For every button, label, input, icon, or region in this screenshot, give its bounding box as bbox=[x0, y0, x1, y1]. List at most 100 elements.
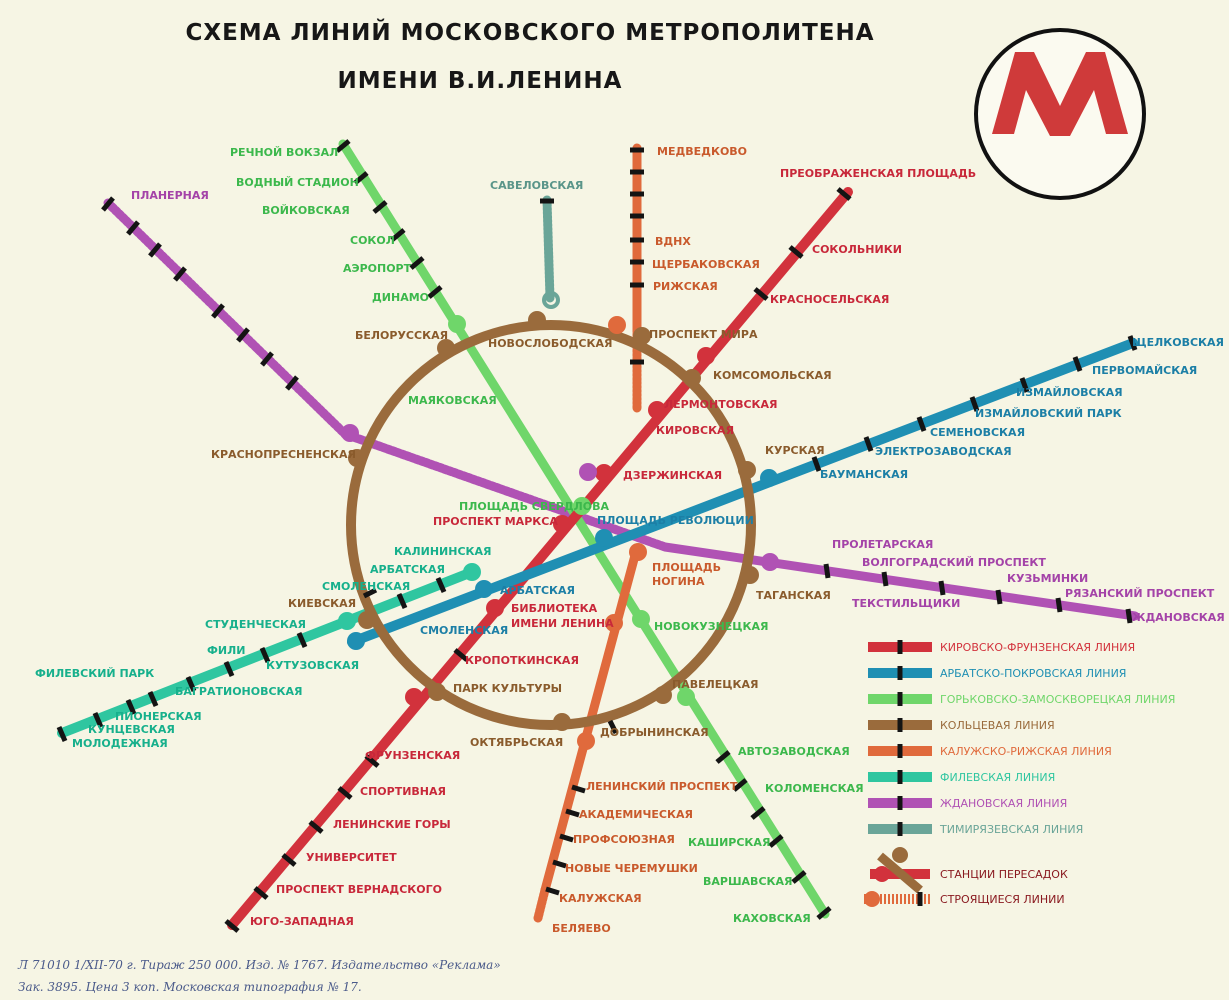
station-dinamo: ДИНАМО bbox=[372, 291, 429, 304]
station-prospekt-mira: ПРОСПЕКТ МИРА bbox=[649, 328, 758, 341]
line-timiryazevskaya bbox=[542, 195, 555, 303]
legend-row: АРБАТСКО-ПОКРОВСКАЯ ЛИНИЯ bbox=[868, 666, 1126, 680]
station-kashirskaya: КАШИРСКАЯ bbox=[688, 836, 770, 849]
station-vodny: ВОДНЫЙ СТАДИОН bbox=[236, 176, 359, 189]
station-universitet: УНИВЕРСИТЕТ bbox=[306, 851, 397, 864]
legend-label: КАЛУЖСКО-РИЖСКАЯ ЛИНИЯ bbox=[940, 745, 1112, 758]
transfer-belorusskaya bbox=[448, 315, 466, 333]
station-savelovskaya: САВЕЛОВСКАЯ bbox=[490, 179, 583, 192]
legend-label: ГОРЬКОВСКО-ЗАМОСКВОРЕЦКАЯ ЛИНИЯ bbox=[940, 693, 1175, 706]
station-kurskaya: КУРСКАЯ bbox=[765, 444, 825, 457]
station-paveletskaya: ПАВЕЛЕЦКАЯ bbox=[672, 678, 758, 691]
station-kuzminki: КУЗЬМИНКИ bbox=[1007, 572, 1088, 585]
station-kuntsevskaya: КУНЦЕВСКАЯ bbox=[88, 723, 175, 736]
transfer-taganskaya bbox=[741, 566, 759, 584]
station-vdnkh: ВДНХ bbox=[655, 235, 691, 248]
labels-kaluzhsko: МЕДВЕДКОВО ВДНХ ЩЕРБАКОВСКАЯ РИЖСКАЯ ПЛО… bbox=[552, 145, 760, 935]
station-shchelkovskaya: ЩЕЛКОВСКАЯ bbox=[1132, 336, 1224, 349]
line-kaluzhsko-south-constr bbox=[533, 885, 550, 923]
legend-row: ЖДАНОВСКАЯ ЛИНИЯ bbox=[868, 796, 1067, 810]
station-bagrationovskaya: БАГРАТИОНОВСКАЯ bbox=[175, 685, 303, 698]
map-subtitle: ИМЕНИ В.И.ЛЕНИНА bbox=[337, 68, 623, 94]
legend-label: ФИЛЕВСКАЯ ЛИНИЯ bbox=[940, 771, 1055, 784]
station-rechnoy: РЕЧНОЙ ВОКЗАЛ bbox=[230, 146, 338, 159]
labels-zhdanovskaya: ПЛАНЕРНАЯ ПРОЛЕТАРСКАЯ ВОЛГОГРАДСКИЙ ПРО… bbox=[131, 189, 1225, 624]
station-lermontovskaya: ЛЕРМОНТОВСКАЯ bbox=[664, 398, 778, 411]
legend-row: ФИЛЕВСКАЯ ЛИНИЯ bbox=[868, 770, 1055, 784]
station-medvedkovo: МЕДВЕДКОВО bbox=[657, 145, 747, 158]
labels-filevskaya: КАЛИНИНСКАЯ АРБАТСКАЯ СМОЛЕНСКАЯ СТУДЕНЧ… bbox=[35, 545, 492, 750]
line-zhdanovskaya-west bbox=[103, 198, 350, 439]
station-taganskaya: ТАГАНСКАЯ bbox=[756, 589, 831, 602]
legend-transfer-label: СТАНЦИИ ПЕРЕСАДОК bbox=[940, 868, 1068, 881]
station-leninskie-gory: ЛЕНИНСКИЕ ГОРЫ bbox=[333, 818, 451, 831]
station-pl-nogina-1: ПЛОЩАДЬ bbox=[652, 561, 721, 574]
transfer-kirovskaya bbox=[648, 401, 666, 419]
station-komsomolskaya: КОМСОМОЛЬСКАЯ bbox=[713, 369, 832, 382]
transfer-komsomolskaya bbox=[683, 369, 701, 387]
station-filevsky-park: ФИЛЕВСКИЙ ПАРК bbox=[35, 667, 154, 680]
timiryazevskaya-terminal bbox=[542, 291, 560, 309]
station-elektrozavodskaya: ЭЛЕКТРОЗАВОДСКАЯ bbox=[875, 445, 1012, 458]
station-izmaylovskaya: ИЗМАЙЛОВСКАЯ bbox=[1016, 386, 1123, 399]
station-novye-cheremushki: НОВЫЕ ЧЕРЕМУШКИ bbox=[565, 862, 698, 875]
legend-row: КИРОВСКО-ФРУНЗЕНСКАЯ ЛИНИЯ bbox=[868, 640, 1135, 654]
transfer-prospekt-marksa bbox=[553, 515, 571, 533]
station-tekstilshchiki: ТЕКСТИЛЬЩИКИ bbox=[852, 597, 960, 610]
labels-timiryazevskaya: САВЕЛОВСКАЯ bbox=[490, 179, 583, 192]
line-kirovsko bbox=[227, 187, 853, 930]
transfer-pl-revolyutsii bbox=[595, 529, 613, 547]
station-kirovskaya: КИРОВСКАЯ bbox=[656, 424, 734, 437]
station-dzerzhinskaya: ДЗЕРЖИНСКАЯ bbox=[623, 469, 722, 482]
station-kaluzhskaya: КАЛУЖСКАЯ bbox=[559, 892, 642, 905]
transfer-novoslobodskaya bbox=[528, 311, 546, 329]
legend-construction-label: СТРОЯЩИЕСЯ ЛИНИИ bbox=[940, 893, 1065, 906]
station-profsoyuznaya: ПРОФСОЮЗНАЯ bbox=[573, 833, 675, 846]
legend-row: КОЛЬЦЕВАЯ ЛИНИЯ bbox=[868, 718, 1055, 732]
transfer-kievskaya bbox=[358, 611, 376, 629]
station-sverdlova: ПЛОЩАДЬ СВЕРДЛОВА bbox=[459, 500, 610, 513]
transfer-kurskaya bbox=[738, 461, 756, 479]
station-akademicheskaya: АКАДЕМИЧЕСКАЯ bbox=[579, 808, 693, 821]
station-park-kultury: ПАРК КУЛЬТУРЫ bbox=[453, 682, 562, 695]
transfer-dzerzhinskaya bbox=[595, 464, 613, 482]
station-pionerskaya: ПИОНЕРСКАЯ bbox=[115, 710, 202, 723]
legend-row: КАЛУЖСКО-РИЖСКАЯ ЛИНИЯ bbox=[868, 744, 1112, 758]
station-belorusskaya: БЕЛОРУССКАЯ bbox=[355, 329, 448, 342]
transfer-prospekt-mira bbox=[608, 316, 626, 334]
legend-row: ТИМИРЯЗЕВСКАЯ ЛИНИЯ bbox=[868, 822, 1083, 836]
station-kropotkinskaya: КРОПОТКИНСКАЯ bbox=[465, 654, 579, 667]
station-novokuznetskaya: НОВОКУЗНЕЦКАЯ bbox=[654, 620, 768, 633]
station-izm-park: ИЗМАЙЛОВСКИЙ ПАРК bbox=[975, 407, 1122, 420]
labels-arbatsko: ЩЕЛКОВСКАЯ ПЕРВОМАЙСКАЯ ИЗМАЙЛОВСКАЯ ИЗМ… bbox=[420, 336, 1224, 637]
station-dobryninskaya: ДОБРЫНИНСКАЯ bbox=[600, 726, 709, 739]
station-avtozavodskaya: АВТОЗАВОДСКАЯ bbox=[738, 745, 850, 758]
legend-label: КОЛЬЦЕВАЯ ЛИНИЯ bbox=[940, 719, 1055, 732]
station-pl-nogina-2: НОГИНА bbox=[652, 575, 705, 588]
transfer-oktyabrskaya bbox=[553, 713, 571, 731]
legend-row: ГОРЬКОВСКО-ЗАМОСКВОРЕЦКАЯ ЛИНИЯ bbox=[868, 692, 1175, 706]
map-title: СХЕМА ЛИНИЙ МОСКОВСКОГО МЕТРОПОЛИТЕНА bbox=[185, 20, 875, 46]
station-studencheskaya: СТУДЕНЧЕСКАЯ bbox=[205, 618, 306, 631]
legend-transfer: СТАНЦИИ ПЕРЕСАДОК bbox=[870, 847, 1068, 894]
station-ryazansky: РЯЗАНСКИЙ ПРОСПЕКТ bbox=[1065, 587, 1215, 600]
station-kalininskaya: КАЛИНИНСКАЯ bbox=[394, 545, 492, 558]
metro-logo-icon: M bbox=[974, 28, 1146, 200]
station-shcherbakovskaya: ЩЕРБАКОВСКАЯ bbox=[652, 258, 760, 271]
transfer-krasnopresnenskaya bbox=[348, 449, 366, 467]
station-volgogradsky: ВОЛГОГРАДСКИЙ ПРОСПЕКТ bbox=[862, 556, 1046, 569]
station-arbatskaya-f: АРБАТСКАЯ bbox=[370, 563, 445, 576]
legend-label: АРБАТСКО-ПОКРОВСКАЯ ЛИНИЯ bbox=[940, 667, 1126, 680]
station-arbatskaya-b: АРБАТСКАЯ bbox=[500, 584, 575, 597]
station-pr-vernadskogo: ПРОСПЕКТ ВЕРНАДСКОГО bbox=[276, 883, 442, 896]
station-baumanskaya: БАУМАНСКАЯ bbox=[820, 468, 908, 481]
station-rizhskaya: РИЖСКАЯ bbox=[653, 280, 718, 293]
station-molodezhnaya: МОЛОДЕЖНАЯ bbox=[72, 737, 168, 750]
legend: КИРОВСКО-ФРУНЗЕНСКАЯ ЛИНИЯ АРБАТСКО-ПОКРО… bbox=[868, 640, 1175, 836]
legend-label: ТИМИРЯЗЕВСКАЯ ЛИНИЯ bbox=[939, 823, 1083, 836]
station-pl-revolyutsii: ПЛОЩАДЬ РЕВОЛЮЦИИ bbox=[597, 514, 754, 527]
station-pervomayskaya: ПЕРВОМАЙСКАЯ bbox=[1092, 364, 1197, 377]
station-kievskaya: КИЕВСКАЯ bbox=[288, 597, 356, 610]
legend-label: КИРОВСКО-ФРУНЗЕНСКАЯ ЛИНИЯ bbox=[940, 641, 1135, 654]
